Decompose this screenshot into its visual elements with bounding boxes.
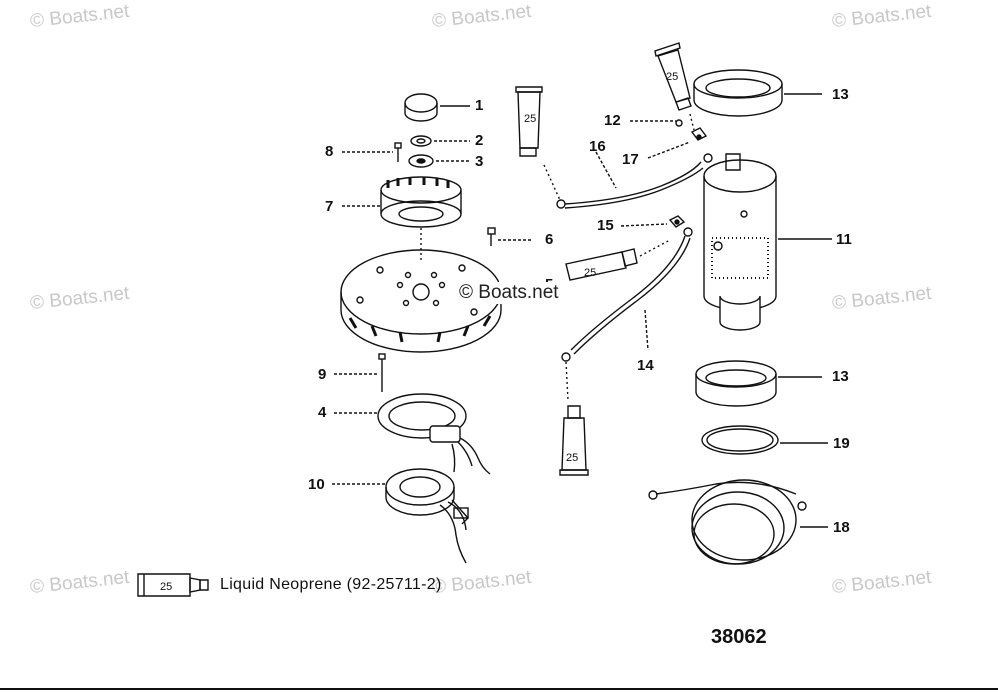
part-16-cable [556,153,713,209]
callout-12: 12 [604,112,621,129]
part-4-trigger [377,393,491,475]
part-13-seal-top [693,69,783,117]
bottom-rule [0,688,998,690]
part-15-nut [668,215,686,228]
callout-7: 7 [325,198,334,215]
legend-text: Liquid Neoprene (92-25711-2) [220,576,442,593]
part-19-o-ring [701,425,779,455]
callout-18: 18 [833,519,850,536]
tube-label: 25 [584,267,596,279]
callout-1: 1 [475,97,484,114]
sealant-tube [654,42,692,111]
callout-2: 2 [475,132,484,149]
sealant-tube [515,86,543,157]
callout-8: 8 [325,143,334,160]
callout-6: 6 [545,231,554,248]
part-13-seal-bottom [695,360,777,407]
callout-16: 16 [589,138,606,155]
legend: Liquid Neoprene (92-25711-2) [136,572,442,598]
callout-13-top: 13 [832,86,849,103]
tube-label: 25 [566,452,578,464]
part-10-stator [385,468,469,564]
legend-tube-icon [137,573,209,597]
callout-9: 9 [318,366,327,383]
callout-17: 17 [622,151,639,168]
part-6-screw [487,227,496,246]
sealant-tube [559,405,589,476]
callout-15: 15 [597,217,614,234]
part-2-nut [410,135,432,147]
callout-3: 3 [475,153,484,170]
center-watermark: © Boats.net [457,282,561,304]
part-1-cap [404,93,438,122]
part-9-screw [378,353,386,392]
part-18-harness [648,479,807,565]
part-7-hub [380,176,462,228]
part-11-starter-motor [703,153,777,331]
tube-label: 25 [666,71,678,83]
tube-label: 25 [524,113,536,125]
part-17-nut [690,127,708,141]
part-3-washer [408,154,434,168]
part-8-screw [394,142,402,162]
callout-11: 11 [836,231,852,248]
callout-13-bottom: 13 [832,368,849,385]
part-14-cable [561,227,693,362]
callout-4: 4 [318,404,327,421]
callout-19: 19 [833,435,850,452]
part-5-flywheel [340,249,502,353]
callout-14: 14 [637,357,654,374]
drawing-number: 38062 [711,626,767,648]
callout-10: 10 [308,476,325,493]
sealant-tube [565,248,638,281]
legend-tube-label: 25 [160,581,172,593]
